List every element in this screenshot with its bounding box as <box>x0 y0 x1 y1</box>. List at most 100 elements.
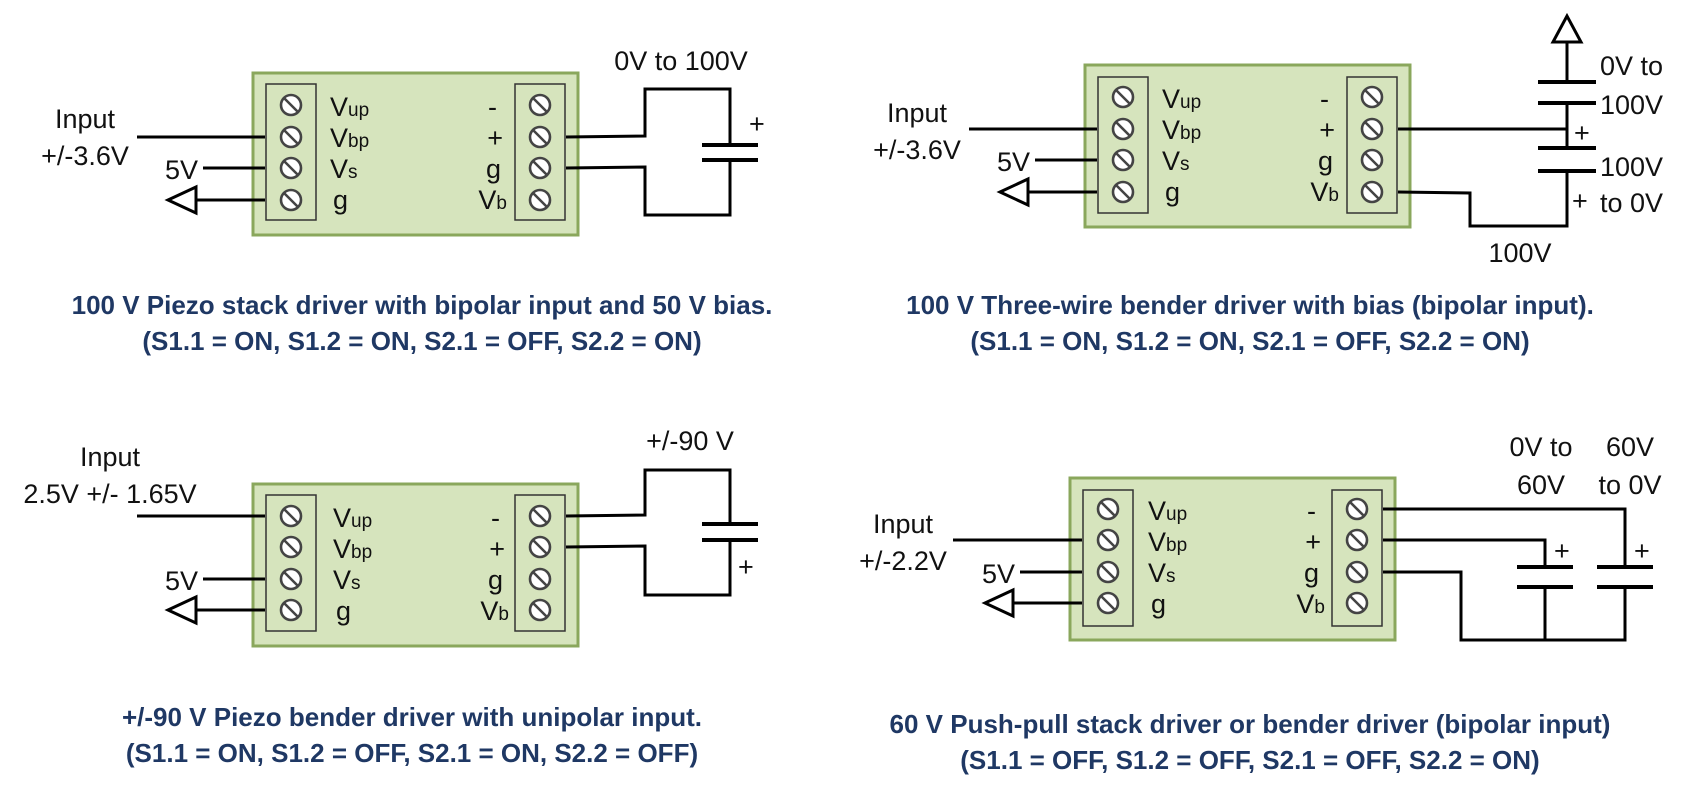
cap-polarity-plus: + <box>1554 536 1570 566</box>
pin-label-g: g <box>1165 177 1180 207</box>
pin-label-g: g <box>336 596 351 626</box>
caption-title: 100 V Three-wire bender driver with bias… <box>906 290 1594 320</box>
screw-slot <box>283 129 299 145</box>
pin-label-vs: Vs <box>1162 146 1190 176</box>
output-voltage-label: 0V to 100V <box>614 46 748 76</box>
pin-label-vbp: Vbp <box>330 123 369 153</box>
caption-title: 60 V Push-pull stack driver or bender dr… <box>890 709 1611 739</box>
screw-slot <box>1115 89 1131 105</box>
output-voltage-label: 100V <box>1600 90 1663 120</box>
screw-slot <box>283 192 299 208</box>
input-range-label: +/-3.6V <box>41 141 129 171</box>
pin-label-vb: Vb <box>1296 589 1325 619</box>
cap-polarity-plus: + <box>1634 536 1650 566</box>
input-range-label: +/-2.2V <box>859 546 947 576</box>
cap-polarity-plus: + <box>749 109 765 139</box>
output-voltage-label: to 0V <box>1598 470 1661 500</box>
pin-label-vup: Vup <box>1148 496 1187 526</box>
screw-slot <box>532 160 548 176</box>
pin-label-vup: Vup <box>330 92 369 122</box>
pin-label-g-out: g <box>486 154 501 184</box>
output-voltage-label: +/-90 V <box>646 426 734 456</box>
cap-polarity-plus: + <box>1574 118 1590 148</box>
supply-arrow-icon <box>1550 12 1584 44</box>
pin-label-vb: Vb <box>480 596 509 626</box>
input-label: Input <box>55 104 116 134</box>
caption-title: 100 V Piezo stack driver with bipolar in… <box>72 290 773 320</box>
screw-slot <box>1100 501 1116 517</box>
pin-label-g: g <box>1151 589 1166 619</box>
caption-switches: (S1.1 = ON, S1.2 = ON, S2.1 = OFF, S2.2 … <box>142 326 701 356</box>
caption-switches: (S1.1 = ON, S1.2 = OFF, S2.1 = ON, S2.2 … <box>126 738 698 768</box>
supply-label: 5V <box>165 155 198 185</box>
panel-stack-driver-bias: Vup Vbp Vs g - + g Vb Input +/-3.6V 5V +… <box>41 46 772 356</box>
screw-slot <box>283 508 299 524</box>
screw-slot <box>1349 564 1365 580</box>
input-label: Input <box>80 442 141 472</box>
panel-push-pull: Vup Vbp Vs g - + g Vb Input +/-2.2V 5V +… <box>859 432 1661 775</box>
ground-arrow-icon <box>981 587 1015 619</box>
screw-slot <box>1364 184 1380 200</box>
pin-label-vbp: Vbp <box>333 534 372 564</box>
output-voltage-label: 60V <box>1606 432 1654 462</box>
caption-switches: (S1.1 = OFF, S1.2 = OFF, S2.1 = OFF, S2.… <box>960 745 1539 775</box>
panel-bender-unipolar: Vup Vbp Vs g - + g Vb Input 2.5V +/- 1.6… <box>23 426 758 768</box>
ground-arrow-icon <box>164 594 198 626</box>
pin-label-plus: + <box>489 534 505 564</box>
supply-label: 5V <box>982 559 1015 589</box>
input-label: Input <box>873 509 934 539</box>
input-range-label: 2.5V +/- 1.65V <box>23 479 196 509</box>
caption-switches: (S1.1 = ON, S1.2 = ON, S2.1 = OFF, S2.2 … <box>970 326 1529 356</box>
screw-slot <box>532 192 548 208</box>
screw-slot <box>1349 595 1365 611</box>
pin-label-vbp: Vbp <box>1162 115 1201 145</box>
pin-label-minus: - <box>1307 496 1316 526</box>
pin-label-minus: - <box>1320 84 1329 114</box>
output-voltage-label: 60V <box>1517 470 1565 500</box>
screw-slot <box>532 571 548 587</box>
cap-polarity-plus: + <box>738 552 754 582</box>
cap-polarity-plus: + <box>1572 186 1588 216</box>
supply-label: 5V <box>165 566 198 596</box>
screw-slot <box>283 97 299 113</box>
ground-arrow-icon <box>996 176 1030 208</box>
pin-label-minus: - <box>491 503 500 533</box>
pin-label-vs: Vs <box>1148 558 1176 588</box>
output-voltage-label: to 0V <box>1600 188 1663 218</box>
screw-slot <box>1115 152 1131 168</box>
pin-label-vup: Vup <box>333 503 372 533</box>
pin-label-plus: + <box>1305 527 1321 557</box>
screw-slot <box>1100 595 1116 611</box>
screw-slot <box>283 602 299 618</box>
input-label: Input <box>887 98 948 128</box>
pin-label-g-out: g <box>488 565 503 595</box>
pin-label-g-out: g <box>1304 558 1319 588</box>
screw-slot <box>532 539 548 555</box>
screw-slot <box>532 129 548 145</box>
ground-arrow-icon <box>164 184 198 216</box>
pin-label-g-out: g <box>1318 146 1333 176</box>
input-range-label: +/-3.6V <box>873 135 961 165</box>
pin-label-g: g <box>333 185 348 215</box>
screw-slot <box>1364 89 1380 105</box>
pin-label-vs: Vs <box>333 565 361 595</box>
pin-label-plus: + <box>487 123 503 153</box>
screw-slot <box>1364 152 1380 168</box>
pin-label-vbp: Vbp <box>1148 527 1187 557</box>
screw-slot <box>1100 564 1116 580</box>
screw-slot <box>1364 121 1380 137</box>
pin-label-vb: Vb <box>478 185 507 215</box>
screw-slot <box>283 539 299 555</box>
panel-three-wire-bender: Vup Vbp Vs g - + g Vb Input +/-3.6V 5V +… <box>873 12 1663 356</box>
screw-slot <box>1115 184 1131 200</box>
pin-label-vs: Vs <box>330 154 358 184</box>
screw-slot <box>532 508 548 524</box>
screw-slot <box>532 97 548 113</box>
screw-slot <box>283 160 299 176</box>
pin-label-vb: Vb <box>1310 177 1339 207</box>
output-voltage-label: 0V to <box>1600 51 1663 81</box>
screw-slot <box>1100 532 1116 548</box>
pin-label-minus: - <box>488 92 497 122</box>
output-voltage-label: 100V <box>1600 152 1663 182</box>
